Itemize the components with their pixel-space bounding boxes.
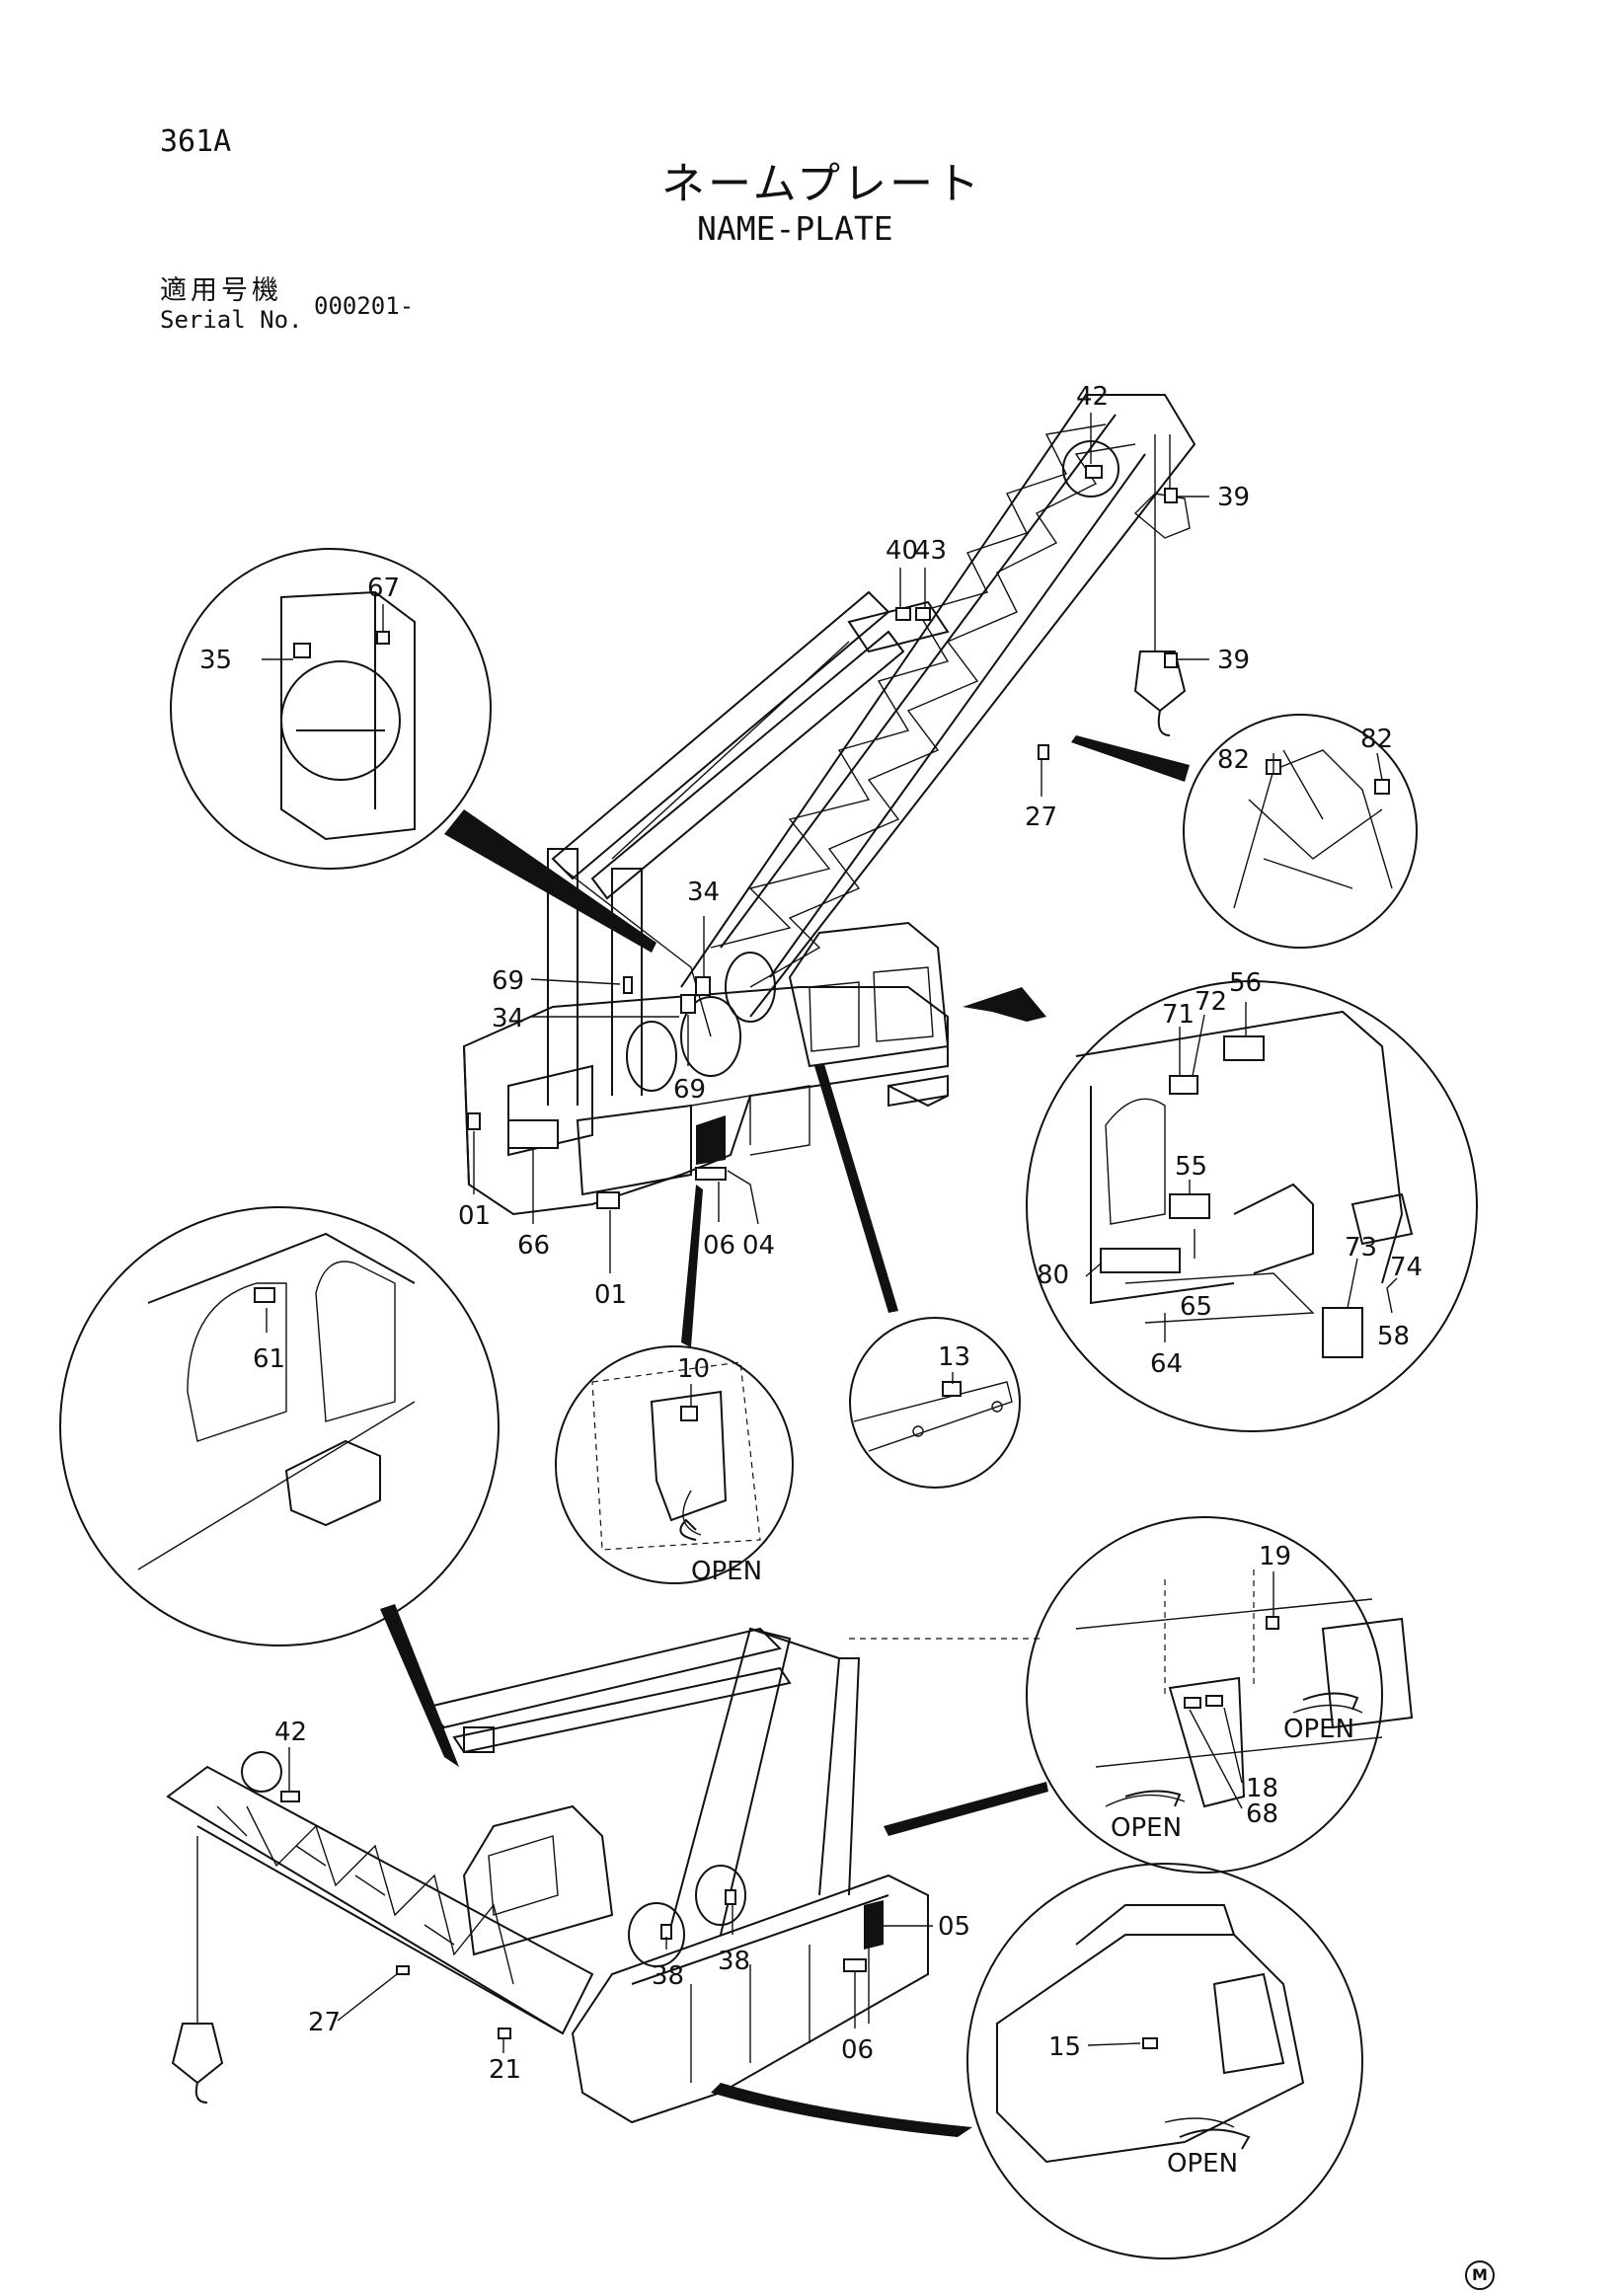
connector-floor-plate: [814, 1064, 898, 1313]
connector-hood-right: [884, 1782, 1048, 1836]
callout-27-top: 27: [1025, 803, 1057, 832]
callout-06-bottom: 06: [841, 2035, 874, 2065]
open-label-10: OPEN: [691, 1557, 762, 1586]
page-number: 361A: [160, 124, 232, 159]
connector-rear-cover: [711, 2083, 972, 2137]
connector-cab-interior: [963, 987, 1046, 1022]
callout-66: 66: [517, 1231, 550, 1261]
callout-61: 61: [253, 1344, 285, 1374]
connector-cab-roof: [380, 1604, 459, 1767]
serial-label-japanese: 適用号機: [160, 275, 282, 306]
callout-21: 21: [489, 2055, 521, 2085]
callout-65: 65: [1180, 1292, 1212, 1322]
open-arrows: [679, 1518, 1359, 2150]
open-label-19: OPEN: [1283, 1715, 1354, 1744]
detail-circle-floor-plate: [849, 1317, 1021, 1489]
callout-56: 56: [1229, 968, 1262, 998]
callout-04: 04: [742, 1231, 775, 1261]
callout-58: 58: [1377, 1322, 1410, 1351]
manufacturer-mark: M: [1465, 2260, 1495, 2290]
detail-circle-cab-roof: [59, 1206, 500, 1646]
callout-43: 43: [914, 536, 947, 566]
callout-71: 71: [1162, 1000, 1195, 1030]
callout-35: 35: [199, 646, 232, 675]
callout-38-a: 38: [652, 1961, 684, 1991]
callout-64: 64: [1150, 1349, 1183, 1379]
callout-15: 15: [1048, 2032, 1081, 2062]
callout-68: 68: [1246, 1799, 1278, 1829]
serial-number-value: 000201-: [314, 292, 415, 320]
callout-40: 40: [886, 536, 918, 566]
callout-82-b: 82: [1360, 725, 1393, 754]
callout-55: 55: [1175, 1152, 1207, 1182]
open-label-15: OPEN: [1167, 2149, 1238, 2179]
callout-18: 18: [1246, 1774, 1278, 1803]
callout-19: 19: [1259, 1542, 1291, 1571]
detail-circle-boom-top: [1183, 714, 1418, 949]
callout-67: 67: [367, 574, 400, 603]
upper-crane-drawing: [462, 394, 1196, 1216]
leader-lines: [262, 413, 1398, 2053]
callout-01-a: 01: [458, 1201, 491, 1231]
callout-74: 74: [1390, 1253, 1423, 1282]
detail-circle-cab-interior: [1026, 980, 1478, 1432]
detail-circle-counterweight: [170, 548, 492, 870]
title-english: NAME-PLATE: [697, 209, 893, 248]
detail-circle-rear-cover: [966, 1863, 1363, 2259]
callout-27-bottom: 27: [308, 2008, 341, 2037]
callout-42-top: 42: [1076, 382, 1109, 412]
title-japanese: ネームプレート: [661, 159, 983, 209]
connector-boom-top: [1071, 735, 1190, 782]
callout-06-top: 06: [703, 1231, 735, 1261]
callout-69-b: 69: [673, 1075, 706, 1105]
callout-69-a: 69: [492, 966, 524, 996]
callout-72: 72: [1195, 987, 1227, 1017]
callout-34-b: 34: [492, 1004, 524, 1033]
callout-73: 73: [1345, 1233, 1377, 1263]
callout-13: 13: [938, 1342, 970, 1372]
connector-counterweight: [444, 809, 656, 953]
detail-circle-door-panel: [555, 1345, 794, 1584]
callout-42-bottom: 42: [274, 1718, 307, 1747]
lower-crane-drawing: [166, 1627, 1041, 2124]
connector-door-panel: [681, 1185, 703, 1347]
callout-34-a: 34: [687, 878, 720, 907]
callout-39-a: 39: [1217, 483, 1250, 512]
callout-82-a: 82: [1217, 745, 1250, 775]
callout-05: 05: [938, 1912, 970, 1942]
serial-label-english: Serial No.: [160, 306, 303, 334]
callout-01-b: 01: [594, 1280, 627, 1310]
callout-10: 10: [677, 1354, 710, 1384]
callout-labels: 42 39 40 43 39 67 35 82 82 27 34 69 34 6…: [199, 382, 1423, 2179]
open-label-68: OPEN: [1111, 1813, 1182, 1843]
callout-38-b: 38: [718, 1947, 750, 1976]
callout-80: 80: [1037, 1261, 1069, 1290]
callout-39-b: 39: [1217, 646, 1250, 675]
detail-circle-hood-right: [1026, 1516, 1414, 1874]
